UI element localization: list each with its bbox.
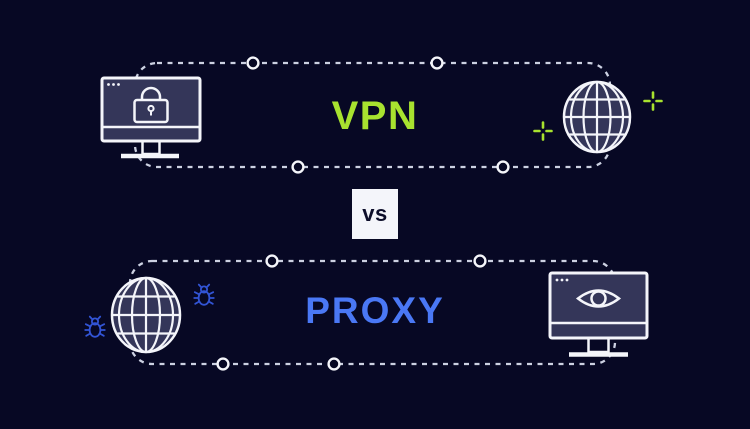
- tunnel-node: [473, 254, 487, 268]
- tunnel-node: [216, 357, 230, 371]
- lock-icon: [133, 86, 169, 124]
- globe-icon: [110, 276, 182, 354]
- eye-icon: [575, 289, 622, 308]
- tunnel-node: [246, 56, 260, 70]
- globe-icon: [562, 80, 632, 154]
- proxy-label: PROXY: [305, 290, 445, 331]
- tunnel-node: [291, 160, 305, 174]
- vs-badge: vs: [352, 189, 398, 239]
- tunnel-node: [496, 160, 510, 174]
- tunnel-node: [265, 254, 279, 268]
- monitor-eye-icon: [548, 271, 649, 357]
- tunnel-node: [327, 357, 341, 371]
- monitor-lock-icon: [100, 76, 202, 159]
- vs-label: vs: [362, 201, 388, 226]
- tunnel-node: [430, 56, 444, 70]
- vpn-label: VPN: [331, 94, 419, 138]
